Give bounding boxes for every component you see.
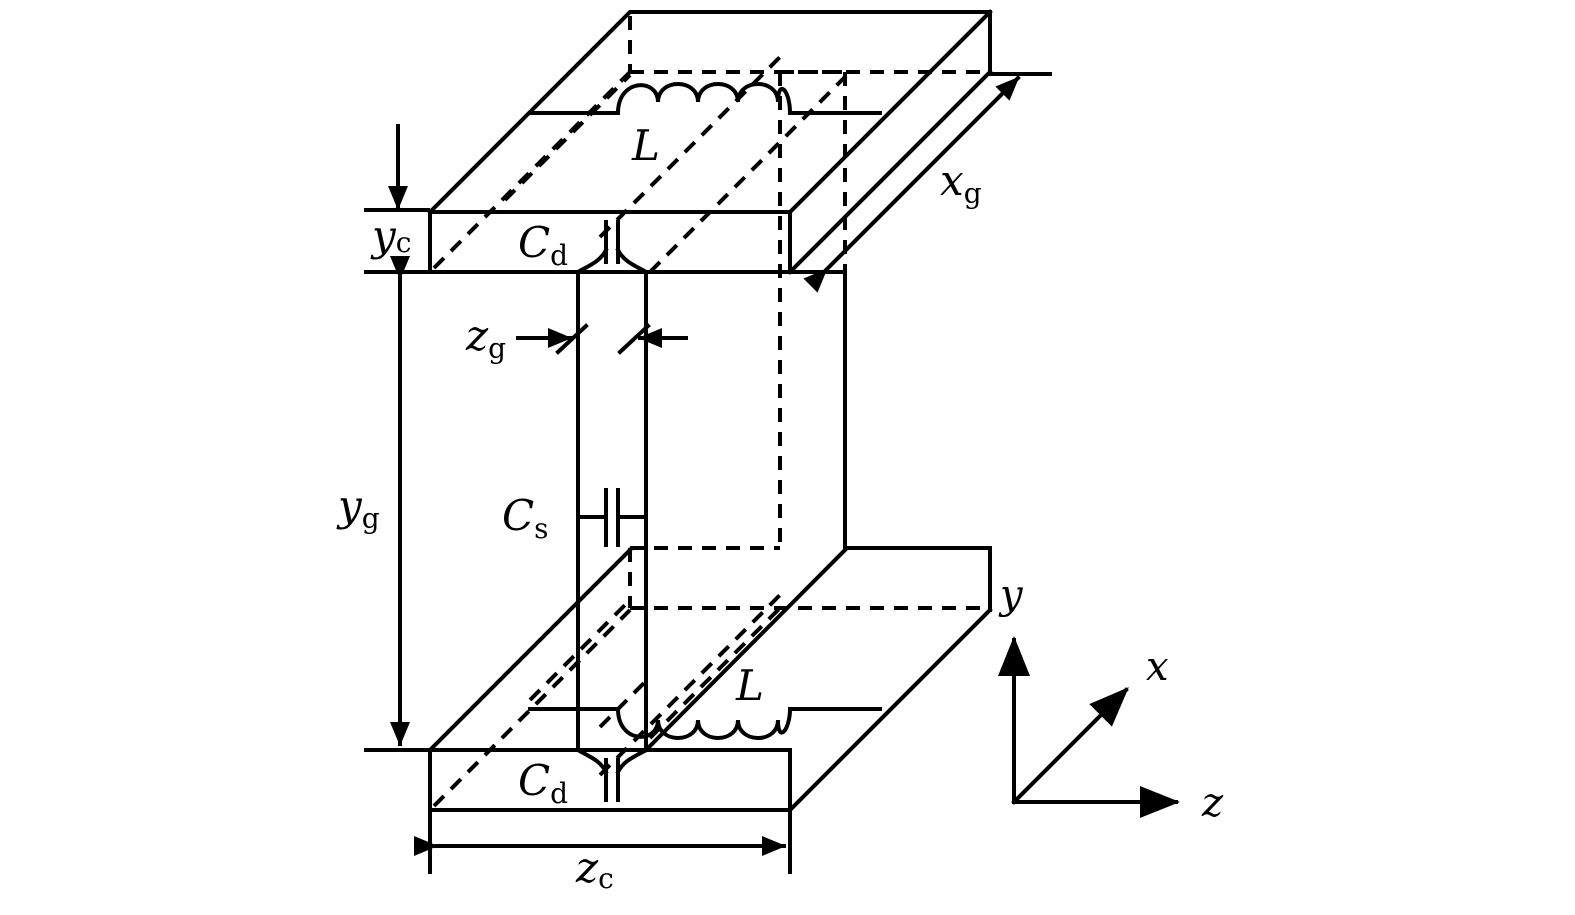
xg-arrow — [803, 75, 1021, 293]
bottom-flange-right-bottom-edge — [787, 607, 993, 813]
bottom-inductor — [528, 706, 882, 740]
top-hidden-diag-3 — [598, 55, 782, 239]
bottom-cd-lead-right — [615, 747, 649, 775]
label-xg: xg — [940, 156, 982, 210]
bottom-hidden-diag-1 — [598, 593, 782, 777]
label-yc: yc — [370, 211, 411, 260]
top-cd-capacitor — [575, 220, 649, 275]
axis-label-x: x — [1146, 644, 1169, 690]
top-cd-lead-right — [615, 247, 649, 275]
zg-tick-left — [555, 323, 589, 355]
top-inductor-coil — [615, 82, 793, 116]
axis-label-z: z — [1201, 780, 1224, 826]
cs-capacitor — [578, 488, 646, 547]
label-Cs: Cs — [502, 491, 549, 545]
bottom-cd-capacitor — [575, 747, 649, 802]
bottom-hidden-diag-2 — [648, 606, 782, 740]
top-flange-front-face — [428, 210, 792, 274]
web — [576, 270, 992, 752]
coordinate-axes — [998, 636, 1180, 818]
bottom-flange-front-face — [428, 748, 792, 812]
zg-tick-right — [617, 323, 651, 355]
top-cd-lead-left — [575, 247, 609, 275]
bottom-cd-lead-left — [575, 747, 609, 775]
bottom-flange — [427, 546, 993, 813]
x-axis-arrow — [1011, 687, 1129, 805]
label-L-top: L — [631, 121, 660, 170]
label-yg: yg — [336, 481, 380, 535]
axis-label-y: y — [998, 572, 1024, 618]
top-hidden-diag-1 — [503, 73, 632, 202]
bottom-inductor-coil — [615, 706, 793, 740]
top-inductor — [528, 82, 882, 116]
label-L-bottom: L — [735, 661, 764, 710]
zg-dimension — [516, 323, 688, 355]
label-Cd-bottom: Cd — [518, 756, 568, 810]
zc-dimension — [414, 810, 792, 874]
label-Cd-top: Cd — [518, 218, 568, 272]
label-zc: zc — [575, 843, 614, 895]
bottom-flange-inner-diagonal — [643, 547, 848, 753]
yg-dimension — [364, 256, 430, 752]
bottom-hidden-diag-4 — [598, 675, 652, 729]
top-flange-top-edges — [427, 10, 992, 215]
bottom-flange-left-diagonal — [427, 547, 633, 753]
xg-dimension — [803, 75, 1021, 293]
label-zg: zg — [465, 311, 506, 365]
